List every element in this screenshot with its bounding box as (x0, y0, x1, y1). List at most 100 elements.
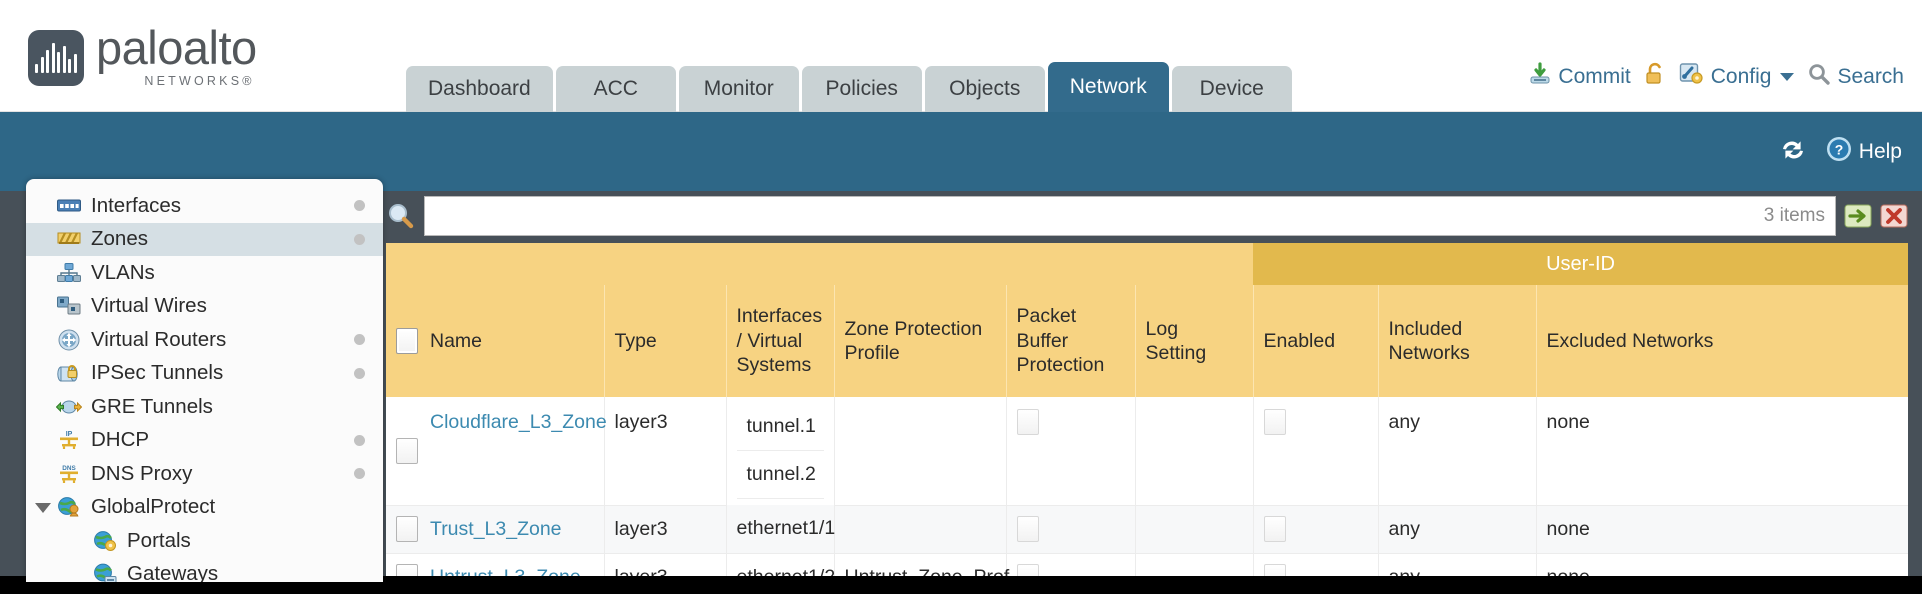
virtual-wires-icon (56, 295, 82, 317)
sidebar-label-interfaces: Interfaces (91, 193, 182, 217)
userid-enabled-checkbox[interactable] (1263, 409, 1286, 435)
select-all-checkbox[interactable] (396, 328, 418, 354)
sidebar-item-gateways[interactable]: Gateways (26, 558, 383, 582)
col-header-interfaces[interactable]: Interfaces / Virtual Systems (726, 285, 835, 397)
commit-button[interactable]: Commit (1528, 62, 1631, 92)
tab-policies[interactable]: Policies (801, 66, 922, 112)
paloalto-logo[interactable]: paloalto NETWORKS® (28, 22, 257, 88)
tab-acc[interactable]: ACC (555, 66, 676, 112)
search-magnifier-icon[interactable] (386, 201, 416, 231)
toolbar-right-actions: ? Help (1778, 136, 1902, 168)
col-header-enabled[interactable]: Enabled (1253, 285, 1379, 397)
search-label: Search (1837, 65, 1904, 88)
sidebar-item-gre-tunnels[interactable]: GRE Tunnels (26, 390, 383, 424)
cell-log-setting (1135, 505, 1254, 554)
cell-packet-buffer-protection (1006, 505, 1136, 554)
row-select-cell (386, 553, 420, 576)
logo-text: paloalto NETWORKS® (96, 24, 257, 88)
cell-interfaces: ethernet1/2 (726, 553, 835, 576)
sidebar-dot (354, 233, 365, 245)
cell-interfaces: tunnel.1 tunnel.2 (726, 397, 835, 505)
row-checkbox[interactable] (396, 437, 418, 464)
cell-zone-protection-profile (834, 505, 1007, 554)
sidebar-item-interfaces[interactable]: Interfaces (26, 189, 383, 223)
zone-name-link[interactable]: Cloudflare_L3_Zone (430, 411, 607, 433)
sidebar-item-globalprotect[interactable]: GlobalProtect (26, 491, 383, 525)
cell-userid-enabled (1253, 553, 1379, 576)
sidebar-label-zones: Zones (91, 227, 148, 251)
gre-tunnels-icon (56, 396, 82, 418)
clear-filter-button[interactable] (1880, 202, 1908, 230)
col-header-packet-buffer-protection[interactable]: Packet Buffer Protection (1006, 285, 1136, 397)
tab-device[interactable]: Device (1171, 66, 1292, 112)
help-label: Help (1858, 140, 1902, 163)
sidebar-item-zones[interactable]: Zones (26, 222, 383, 256)
col-header-zone-protection-profile[interactable]: Zone Protection Profile (834, 285, 1007, 397)
config-dropdown[interactable]: Config (1679, 62, 1795, 92)
gateways-icon (92, 563, 118, 582)
sidebar-item-portals[interactable]: Portals (26, 524, 383, 558)
sidebar-label-gre-tunnels: GRE Tunnels (91, 394, 213, 418)
refresh-icon[interactable] (1778, 137, 1808, 168)
logo-mark-icon (28, 30, 84, 86)
zone-name-link[interactable]: Untrust_L3_Zone (430, 566, 581, 577)
col-header-included-networks[interactable]: Included Networks (1378, 285, 1537, 397)
interface-item: tunnel.1 (736, 403, 824, 451)
cell-name: Untrust_L3_Zone (420, 553, 605, 577)
tab-dashboard[interactable]: Dashboard (406, 66, 553, 112)
zone-name-link[interactable]: Trust_L3_Zone (430, 517, 562, 540)
sidebar-label-portals: Portals (127, 528, 191, 552)
packet-buffer-protection-checkbox[interactable] (1016, 409, 1039, 435)
group-header-blank (386, 243, 1253, 285)
tab-network[interactable]: Network (1047, 62, 1169, 112)
row-checkbox[interactable] (396, 564, 418, 576)
filter-bar: 3 items (386, 193, 1908, 238)
sidebar-item-ipsec-tunnels[interactable]: IPSec Tunnels (26, 357, 383, 391)
tab-objects[interactable]: Objects (924, 66, 1045, 112)
col-header-type[interactable]: Type (604, 285, 727, 397)
search-input[interactable] (435, 203, 1754, 228)
cell-excluded-networks: none (1536, 505, 1908, 554)
search-button[interactable]: Search (1807, 62, 1904, 92)
cell-packet-buffer-protection (1006, 553, 1136, 576)
row-select-cell (386, 397, 420, 506)
svg-text:DNS: DNS (62, 465, 76, 472)
cell-packet-buffer-protection (1006, 397, 1136, 506)
sidebar-item-virtual-routers[interactable]: Virtual Routers (26, 323, 383, 357)
packet-buffer-protection-checkbox[interactable] (1016, 564, 1039, 576)
unlock-button[interactable] (1644, 62, 1666, 92)
search-field-wrapper[interactable]: 3 items (424, 195, 1836, 236)
sidebar-item-virtual-wires[interactable]: Virtual Wires (26, 290, 383, 324)
portals-icon (92, 530, 118, 552)
apply-filter-button[interactable] (1844, 202, 1872, 230)
cell-userid-enabled (1253, 505, 1379, 554)
cell-type: layer3 (604, 397, 727, 506)
table-row[interactable]: Untrust_L3_Zone layer3 ethernet1/2 Untru… (386, 553, 1908, 576)
config-wrench-icon (1679, 62, 1705, 92)
col-header-excluded-networks[interactable]: Excluded Networks (1536, 285, 1908, 397)
sidebar-item-vlans[interactable]: VLANs (26, 256, 383, 290)
secondary-toolbar: ? Help (0, 112, 1922, 191)
zones-icon (56, 228, 82, 250)
col-header-name[interactable]: Name (420, 285, 605, 397)
sidebar-label-gateways: Gateways (127, 562, 219, 582)
interface-item: tunnel.2 (736, 451, 824, 499)
ipsec-tunnels-icon (56, 362, 82, 384)
select-all-header (386, 285, 420, 397)
svg-text:?: ? (1835, 142, 1844, 158)
row-checkbox[interactable] (396, 516, 418, 542)
cell-included-networks: any (1378, 505, 1537, 554)
userid-enabled-checkbox[interactable] (1263, 564, 1286, 576)
help-button[interactable]: ? Help (1826, 136, 1902, 168)
sidebar-dot (354, 367, 365, 379)
expander-triangle-icon[interactable] (35, 502, 51, 513)
sidebar-label-dhcp: DHCP (91, 428, 150, 452)
col-header-log-setting[interactable]: Log Setting (1135, 285, 1254, 397)
tab-monitor[interactable]: Monitor (678, 66, 799, 112)
table-row[interactable]: Trust_L3_Zone layer3 ethernet1/1 any non… (386, 505, 1908, 554)
sidebar-item-dhcp[interactable]: IP DHCP (26, 424, 383, 458)
packet-buffer-protection-checkbox[interactable] (1016, 516, 1039, 542)
sidebar-item-dns-proxy[interactable]: DNS DNS Proxy (26, 457, 383, 491)
userid-enabled-checkbox[interactable] (1263, 516, 1286, 542)
